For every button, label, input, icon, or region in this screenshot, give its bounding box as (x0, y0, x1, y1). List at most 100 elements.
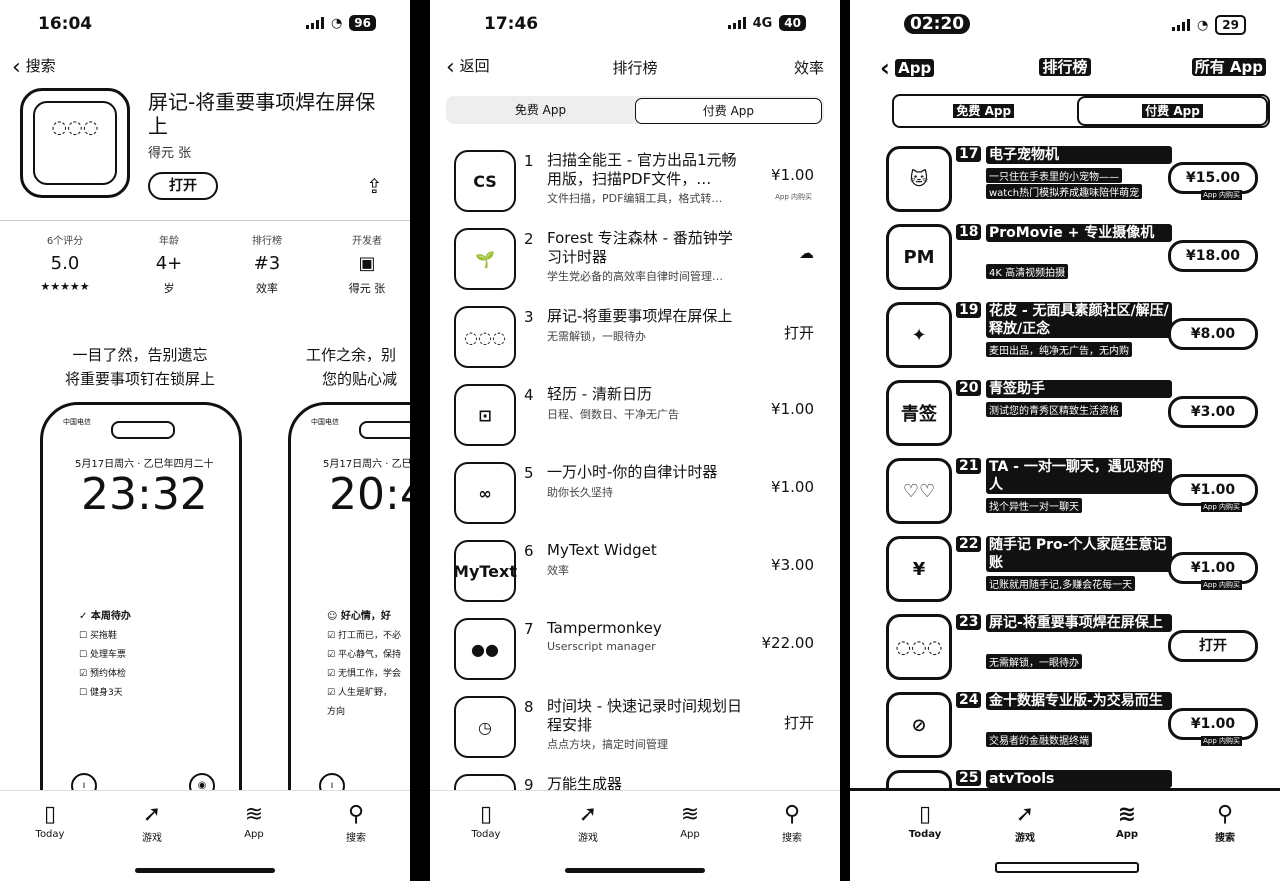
tab-search[interactable]: ⚲搜索 (757, 801, 827, 844)
app-name: 电子宠物机 (986, 146, 1172, 164)
price-button[interactable]: 打开 (1168, 630, 1258, 662)
app-icon: MyText (453, 540, 517, 602)
price-button[interactable]: ¥1.00 (1168, 474, 1258, 506)
screenshot-lockscreen: 中国电信 5月17日周六 · 乙巳年四月二十 23:32 ✓ 本周待办 ☐ 买拖… (40, 402, 242, 828)
search-icon: ⚲ (783, 802, 801, 827)
wifi-icon: ◔ (330, 15, 343, 31)
price-button[interactable]: ¥3.00 (1168, 396, 1258, 428)
share-icon[interactable]: ⇪ (366, 174, 383, 198)
tab-today[interactable]: ▯Today (451, 801, 521, 840)
status-bar: 02:20 ◔ 29 (850, 12, 1280, 36)
price-button[interactable]: 打开 (783, 714, 814, 732)
phone-top-charts-paid: 02:20 ◔ 29 ‹ App 排行榜 所有 App 免费 App 付费 Ap… (850, 0, 1280, 881)
app-name: 金十数据专业版-为交易而生 (986, 692, 1172, 710)
tab-games[interactable]: ➚游戏 (990, 801, 1060, 844)
screenshot-lockscreen: 中国电信 5月17日周六 · 乙巳 20:4 ☺ 好心情，好 ☑ 打工而已，不必… (288, 402, 410, 828)
layers-icon: ≋ (244, 802, 264, 827)
segment-free[interactable]: 免费 App (894, 96, 1074, 126)
app-name: 屏记-将重要事项焊在屏保上 (986, 614, 1172, 632)
rank-number: 7 (524, 620, 534, 638)
price-button[interactable]: ¥1.00 (771, 478, 814, 496)
chevron-left-icon: ‹ (446, 55, 455, 80)
mood-icon: ☺ (327, 611, 341, 622)
price-button[interactable]: ¥22.00 (761, 634, 815, 652)
battery-icon: 40 (779, 15, 806, 31)
price-button[interactable]: ¥3.00 (771, 556, 814, 574)
download-cloud-icon[interactable]: ☁ (799, 244, 814, 262)
home-indicator (135, 868, 275, 873)
app-subtitle: 找个异性一对一聊天 (986, 498, 1082, 513)
tab-bar: ▯Today ➚游戏 ≋App ⚲搜索 (850, 788, 1280, 881)
tab-apps[interactable]: ≋App (1092, 801, 1162, 840)
app-icon: CS (454, 150, 516, 212)
tab-search[interactable]: ⚲搜索 (1190, 801, 1260, 844)
rank-number: 6 (524, 542, 534, 560)
status-bar: 16:04 ◔ 96 (0, 12, 410, 36)
notepad-icon: ◌◌◌ (33, 101, 117, 185)
app-subtitle: 麦田出品，纯净无广告，无内购 (986, 342, 1132, 357)
tab-today[interactable]: ▯Today (15, 801, 85, 840)
back-button[interactable]: ‹ 搜索 (12, 55, 56, 80)
app-subtitle: 助你长久坚持 (547, 486, 613, 499)
today-icon: ▯ (918, 802, 932, 827)
category-button[interactable]: 效率 (793, 59, 824, 77)
rank-number: 8 (524, 698, 534, 716)
tab-bar: ▯Today ➚游戏 ≋App ⚲搜索 (430, 790, 840, 881)
page-title: 排行榜 (612, 59, 658, 77)
segment-free[interactable]: 免费 App (514, 103, 567, 117)
tab-apps[interactable]: ≋App (655, 801, 725, 840)
tab-search[interactable]: ⚲搜索 (321, 801, 391, 844)
price-button[interactable]: ¥15.00 (1168, 162, 1258, 194)
price-button[interactable]: ¥1.00 (771, 400, 814, 418)
segmented-control: 免费 App 付费 App (446, 96, 824, 124)
back-button[interactable]: ‹ 返回 (446, 55, 490, 80)
tab-games[interactable]: ➚游戏 (553, 801, 623, 844)
todo-widget: ✓ 本周待办 ☐ 买拖鞋 ☐ 处理车票 ☑ 预约体检 ☐ 健身3天 (79, 611, 131, 698)
rank-number: 19 (956, 302, 982, 318)
segment-paid[interactable]: 付费 App (634, 98, 822, 124)
rank-number: 17 (956, 146, 982, 162)
app-icon: 青签 (886, 380, 952, 446)
developer-name[interactable]: 得元 张 (148, 146, 192, 161)
tab-games[interactable]: ➚游戏 (117, 801, 187, 844)
price-button[interactable]: ¥8.00 (1168, 318, 1258, 350)
in-app-purchase-label: App 内购买 (1201, 736, 1242, 746)
price-button[interactable]: ¥1.00 (771, 166, 814, 184)
segmented-control: 免费 App 付费 App (892, 94, 1270, 128)
price-button[interactable]: ¥1.00 (1168, 552, 1258, 584)
open-button[interactable]: 打开 (148, 172, 218, 200)
app-name: 时间块 - 快速记录时间规划日程安排 (547, 697, 742, 734)
tab-today[interactable]: ▯Today (890, 801, 960, 840)
price-button[interactable]: 打开 (783, 324, 814, 342)
lock-clock: 23:32 (81, 469, 208, 520)
tab-apps[interactable]: ≋App (219, 801, 289, 840)
app-icon: ◌◌◌ (886, 614, 952, 680)
person-icon: ▣ (358, 253, 376, 274)
segment-paid[interactable]: 付费 App (1077, 96, 1268, 126)
divider (0, 220, 410, 221)
stat-age: 年龄 4+ 岁 (155, 236, 183, 295)
price-button[interactable]: ¥18.00 (1168, 240, 1258, 272)
in-app-purchase-label: App 内购买 (1201, 580, 1242, 590)
screenshot-caption: 将重要事项钉在锁屏上 (64, 370, 215, 388)
all-apps-button[interactable]: 所有 App (1191, 56, 1266, 77)
app-title: 屏记-将重要事项焊在屏保上 (148, 90, 376, 138)
layers-icon: ≋ (1117, 802, 1137, 827)
back-button[interactable]: ‹ App (880, 54, 935, 82)
